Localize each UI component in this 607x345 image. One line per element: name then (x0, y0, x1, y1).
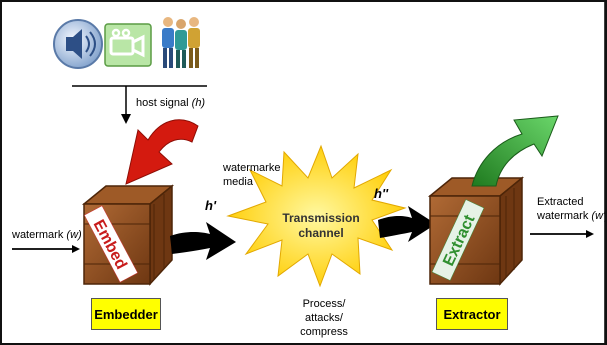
transmission-channel-label: Transmission channel (282, 211, 360, 240)
arrow-channel-to-extract (378, 206, 436, 242)
host-signal-arrowhead (121, 114, 131, 124)
speaker-icon (53, 19, 103, 69)
h-prime-label: h' (205, 198, 217, 213)
extract-crate: Extract (427, 176, 525, 286)
green-arrow-icon (471, 115, 559, 187)
extracted-watermark-label: Extracted watermark (w') (537, 196, 606, 222)
watermark-input-label: watermark (w) (12, 229, 82, 241)
watermarked-media-label: watermarke media (223, 162, 281, 188)
extracted-output-arrowhead (586, 230, 594, 238)
transmission-channel-burst (226, 144, 407, 288)
h-double-prime-label: h'' (374, 186, 389, 201)
extractor-label: Extractor (436, 298, 508, 330)
embed-crate: Embed (81, 184, 175, 286)
red-arrow-icon (125, 119, 199, 185)
embedder-label: Embedder (91, 298, 161, 330)
process-attacks-label: Process/ attacks/ compress (300, 298, 348, 338)
arrow-embed-to-channel (170, 222, 236, 260)
people-icon (162, 17, 200, 68)
video-camera-icon (104, 23, 152, 67)
watermark-input-arrowhead (72, 245, 80, 253)
host-signal-label: host signal (h) (136, 97, 206, 109)
